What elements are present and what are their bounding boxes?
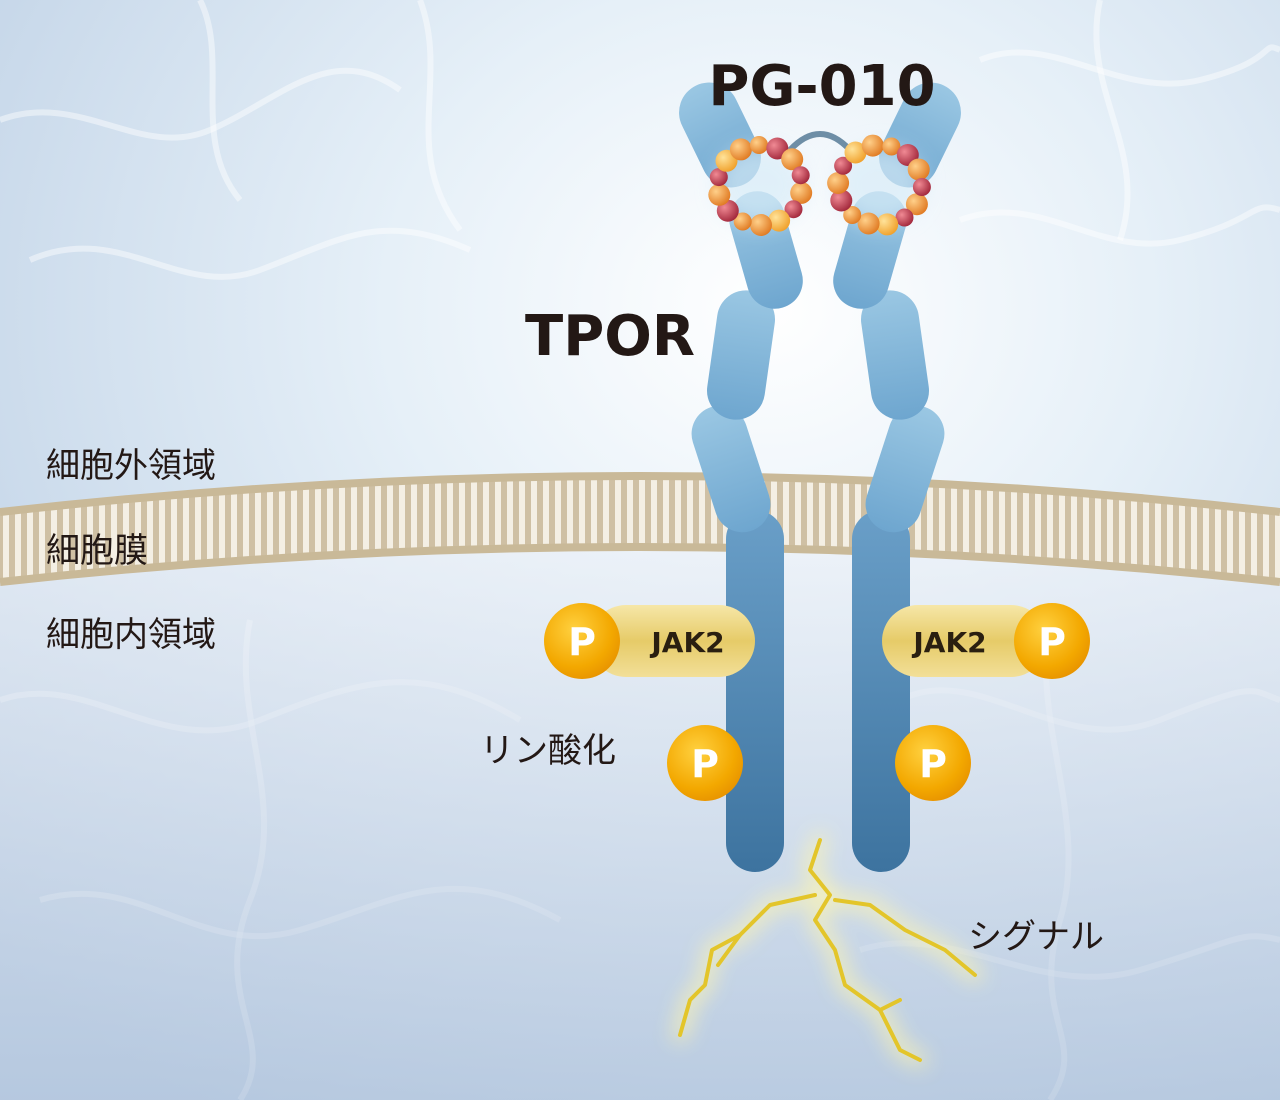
jak2-right-label: JAK2	[911, 626, 986, 659]
peptide-ring-right	[827, 134, 931, 236]
jak2-left-body	[590, 605, 755, 677]
receptor-right-lower	[852, 510, 910, 872]
phospho-receptor-right-label: P	[919, 742, 947, 786]
peptide-bead	[844, 141, 867, 164]
receptor-lower	[726, 510, 910, 872]
peptide-bead	[709, 168, 728, 187]
peptide-bead	[843, 206, 862, 224]
drug-label: PG-010	[708, 54, 935, 119]
peptide-bead	[708, 183, 731, 206]
peptide-bead	[750, 214, 772, 236]
peptide-bead	[907, 158, 930, 181]
receptor-left-segment-3	[691, 405, 771, 533]
signal-label: シグナル	[968, 917, 1104, 957]
jak2-right-body	[882, 605, 1047, 677]
peptide-bead	[750, 136, 768, 154]
peptide-bead	[882, 137, 901, 156]
peptide-bead	[781, 148, 804, 171]
peptide-bead	[905, 193, 928, 216]
intracellular-label: 細胞内領域	[46, 615, 216, 655]
peptide-bead	[861, 134, 884, 157]
linker	[787, 131, 853, 153]
peptide-bead	[784, 200, 803, 219]
peptide-bead	[876, 213, 899, 236]
phospho-receptor-right	[895, 725, 971, 801]
peptide-bead	[790, 181, 813, 204]
receptor-phospho: P P	[667, 725, 971, 801]
jak2-left-label: JAK2	[649, 626, 724, 659]
jak2-right: JAK2 P	[882, 603, 1090, 679]
extracellular-label: 細胞外領域	[46, 446, 216, 486]
peptide-bead	[733, 212, 752, 231]
receptor-label: TPOR	[525, 304, 695, 369]
peptide-bead	[791, 166, 810, 185]
peptide-bead	[830, 189, 853, 212]
membrane-label: 細胞膜	[46, 531, 148, 571]
phospho-jak-left	[544, 603, 620, 679]
pg010-molecule	[708, 131, 931, 236]
peptide-bead	[827, 172, 850, 194]
receptor-right-segment-2	[860, 290, 930, 420]
phospho-jak-right-label: P	[1038, 620, 1066, 664]
phospho-receptor-left	[667, 725, 743, 801]
phosphorylation-label: リン酸化	[480, 731, 616, 771]
phospho-jak-right	[1014, 603, 1090, 679]
phospho-jak-left-label: P	[568, 620, 596, 664]
peptide-bead	[834, 156, 853, 175]
receptor-right-segment-3	[865, 405, 945, 533]
peptide-bead	[768, 209, 791, 232]
peptide-bead	[895, 208, 914, 227]
peptide-ring-left	[708, 136, 813, 236]
receptor-left-segment-2	[706, 290, 776, 420]
phospho-receptor-left-label: P	[691, 742, 719, 786]
jak2-left: JAK2 P	[544, 603, 755, 679]
peptide-bead	[729, 138, 752, 161]
peptide-bead	[857, 212, 880, 235]
signal-bolt	[673, 833, 982, 1067]
peptide-bead	[912, 178, 931, 196]
receptor-left-lower	[726, 510, 784, 872]
cell-membrane	[0, 472, 1280, 586]
